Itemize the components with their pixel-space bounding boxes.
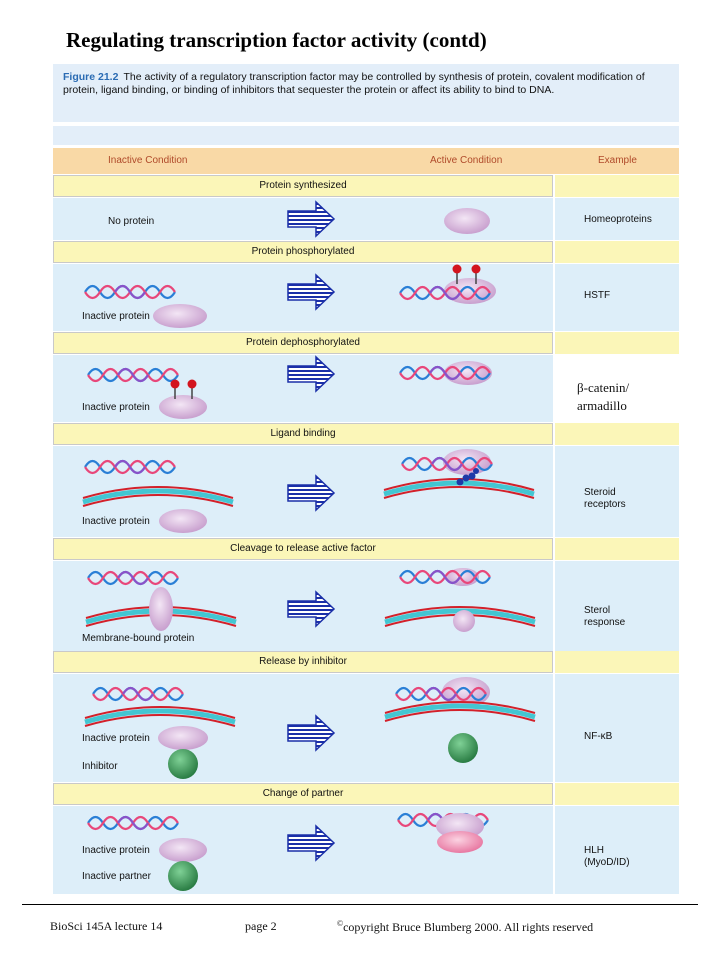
example-bar bbox=[555, 538, 679, 560]
example-bar bbox=[555, 241, 679, 263]
example-bar bbox=[555, 175, 679, 197]
section-heading: Ligand binding bbox=[53, 423, 553, 445]
example-cell bbox=[555, 446, 679, 537]
example-text: armadillo bbox=[577, 398, 627, 413]
section-heading: Protein dephosphorylated bbox=[53, 332, 553, 354]
row-label: Inactive protein bbox=[82, 311, 150, 322]
example-text: (MyoD/ID) bbox=[584, 857, 630, 868]
row-label: Inactive protein bbox=[82, 516, 150, 527]
header-inactive: Inactive Condition bbox=[108, 155, 188, 166]
figure-caption-text: The activity of a regulatory transcripti… bbox=[63, 71, 645, 96]
example-text: Homeoproteins bbox=[584, 214, 652, 225]
row-label: No protein bbox=[108, 216, 155, 227]
example-cell bbox=[555, 674, 679, 782]
row-label: Membrane-bound protein bbox=[82, 633, 195, 644]
table-header-row bbox=[53, 148, 679, 174]
caption-spacer bbox=[53, 126, 679, 145]
example-cell bbox=[555, 198, 679, 240]
example-cell bbox=[555, 355, 679, 422]
section-heading: Release by inhibitor bbox=[53, 651, 553, 673]
example-cell bbox=[555, 561, 679, 651]
row-label: Inactive protein bbox=[82, 845, 150, 856]
header-active: Active Condition bbox=[430, 155, 503, 166]
header-example: Example bbox=[598, 155, 637, 166]
section-heading: Change of partner bbox=[53, 783, 553, 805]
footer-page: page 2 bbox=[245, 919, 277, 933]
section-heading: Protein synthesized bbox=[53, 175, 553, 197]
example-text: Sterol bbox=[584, 605, 611, 616]
row-label: Inactive partner bbox=[82, 871, 151, 882]
slide-title: Regulating transcription factor activity… bbox=[66, 28, 487, 52]
example-text: HLH bbox=[584, 845, 605, 856]
row-label: Inactive protein bbox=[82, 733, 150, 744]
example-cell bbox=[555, 264, 679, 331]
example-bar bbox=[555, 332, 679, 354]
example-bar bbox=[555, 423, 679, 445]
example-text: HSTF bbox=[584, 290, 611, 301]
example-cell bbox=[555, 806, 679, 894]
example-text: NF-κB bbox=[584, 731, 613, 742]
section-heading: Cleavage to release active factor bbox=[53, 538, 553, 560]
example-text: response bbox=[584, 617, 626, 628]
row-label: Inactive protein bbox=[82, 402, 150, 413]
copyright-text: copyright Bruce Blumberg 2000. All right… bbox=[343, 920, 594, 934]
example-bar bbox=[555, 651, 679, 673]
footer-copyright: ©copyright Bruce Blumberg 2000. All righ… bbox=[337, 919, 593, 935]
section-heading: Protein phosphorylated bbox=[53, 241, 553, 263]
copyright-symbol: © bbox=[337, 919, 344, 928]
footer-course: BioSci 145A lecture 14 bbox=[50, 919, 163, 933]
row-label: Inhibitor bbox=[82, 761, 118, 772]
figure-label: Figure 21.2 bbox=[63, 71, 119, 83]
footer-rule bbox=[22, 904, 698, 905]
example-text: β-catenin/ bbox=[577, 380, 630, 395]
example-text: receptors bbox=[584, 499, 626, 510]
example-bar bbox=[555, 783, 679, 805]
example-text: Steroid bbox=[584, 487, 616, 498]
